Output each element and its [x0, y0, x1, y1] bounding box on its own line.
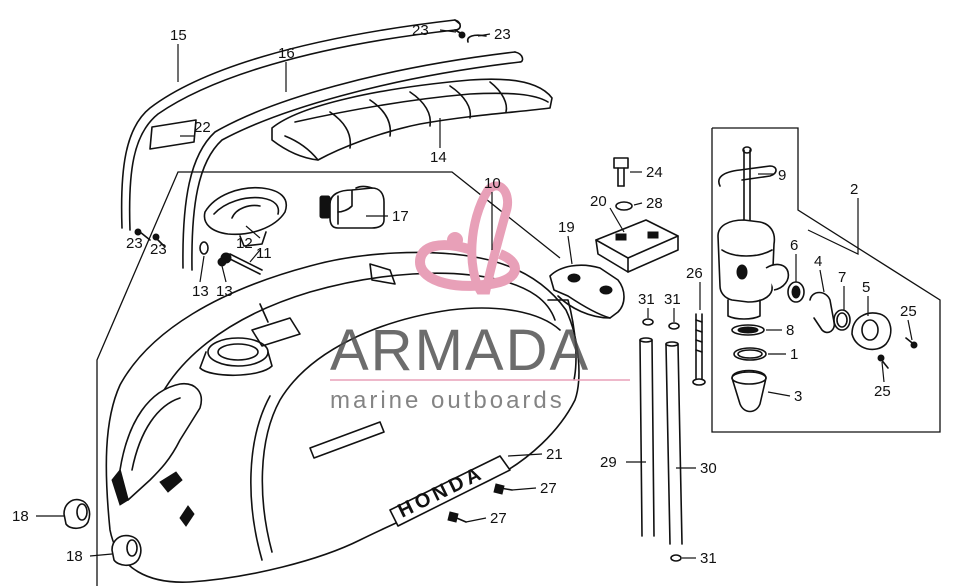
- bracket-20: [595, 219, 679, 273]
- callout-20: 20: [590, 193, 607, 210]
- sediment-cup-3: [731, 369, 767, 413]
- clip-31b: [668, 322, 680, 330]
- fuel-hose-29: [639, 337, 655, 537]
- grommet-18a: [63, 498, 91, 530]
- callout-2: 2: [850, 181, 858, 198]
- screw-23b: [152, 233, 165, 247]
- callout-16: 16: [278, 45, 295, 62]
- engine-cover-body: [105, 251, 580, 583]
- callout-31-c: 31: [700, 550, 717, 567]
- clip-31a: [642, 318, 654, 326]
- bolt-24: [613, 157, 629, 187]
- clip-31c: [670, 554, 682, 562]
- fuel-cock-lever-9: [718, 146, 777, 231]
- screw-11: [220, 252, 263, 275]
- watermark-brand: ARMADA: [330, 318, 590, 383]
- callout-17: 17: [392, 208, 409, 225]
- trim-strip-15: [120, 19, 462, 231]
- callout-31-b: 31: [664, 291, 681, 308]
- fuel-clamp-17: [319, 185, 385, 229]
- screw-23a: [134, 228, 151, 241]
- callout-23-top-left: 23: [412, 22, 429, 39]
- screw-25a: [905, 337, 918, 349]
- callout-21: 21: [546, 446, 563, 463]
- callout-25-a: 25: [900, 303, 917, 320]
- callout-4: 4: [814, 253, 822, 270]
- leader-lines: [36, 29, 913, 559]
- screw-27b: [447, 511, 467, 523]
- packing-6: [787, 281, 805, 303]
- washer-13a: [199, 241, 209, 255]
- callout-23-left-a: 23: [126, 235, 143, 252]
- armada-logo-mark: [414, 181, 520, 295]
- screw-27a: [493, 483, 513, 495]
- callout-6: 6: [790, 237, 798, 254]
- callout-11: 11: [256, 245, 272, 262]
- callout-13-a: 13: [192, 283, 209, 300]
- filter-screen-8: [731, 324, 765, 336]
- nut-28: [615, 201, 633, 211]
- callout-25-b: 25: [874, 383, 891, 400]
- fuel-hose-30: [665, 341, 683, 545]
- callout-9: 9: [778, 167, 786, 184]
- watermark-tagline: marine outboards: [330, 387, 565, 414]
- callout-numbers: 15 16 22 14 23 23 10 17 12 11 23 23 13 1…: [12, 22, 917, 567]
- gasket-7: [833, 309, 851, 331]
- callout-18-b: 18: [66, 548, 83, 565]
- bolt-26: [692, 313, 706, 386]
- callout-14: 14: [430, 149, 447, 166]
- callout-28: 28: [646, 195, 663, 212]
- armada-watermark: ARMADA marine outboards: [330, 181, 630, 414]
- callout-1: 1: [790, 346, 798, 363]
- callout-27-b: 27: [490, 510, 507, 527]
- lever-spring-4: [809, 291, 836, 334]
- trim-strip-16: [182, 51, 524, 271]
- plate-5: [851, 312, 892, 351]
- fuel-cock-frame: [711, 127, 941, 433]
- callout-8: 8: [786, 322, 794, 339]
- callout-12: 12: [236, 235, 253, 252]
- screw-25b: [877, 354, 889, 369]
- callout-29: 29: [600, 454, 617, 471]
- callout-23-top-right: 23: [494, 26, 511, 43]
- grommet-18b: [111, 534, 142, 567]
- callout-15: 15: [170, 27, 187, 44]
- callout-27-a: 27: [540, 480, 557, 497]
- callout-3: 3: [794, 388, 802, 405]
- callout-19: 19: [558, 219, 575, 236]
- o-ring-1: [733, 347, 767, 361]
- callout-18-a: 18: [12, 508, 29, 525]
- callout-22: 22: [194, 119, 211, 136]
- cover-assembly-frame: [96, 171, 561, 586]
- callout-10: 10: [484, 175, 501, 192]
- clip-23d: [466, 34, 487, 43]
- bracket-19: [549, 264, 625, 319]
- top-cover-panel-14: [271, 78, 553, 161]
- washer-13b: [217, 257, 227, 267]
- callout-13-b: 13: [216, 283, 233, 300]
- fuel-cock-body: [717, 219, 790, 320]
- callout-31-a: 31: [638, 291, 655, 308]
- callout-7: 7: [838, 269, 846, 286]
- callout-30: 30: [700, 460, 717, 477]
- callout-5: 5: [862, 279, 870, 296]
- decal-22: [149, 119, 197, 150]
- callout-26: 26: [686, 265, 703, 282]
- fuel-cap-12: [203, 186, 287, 247]
- callout-24: 24: [646, 164, 663, 181]
- screw-23c: [454, 29, 466, 39]
- callout-23-left-b: 23: [150, 241, 167, 258]
